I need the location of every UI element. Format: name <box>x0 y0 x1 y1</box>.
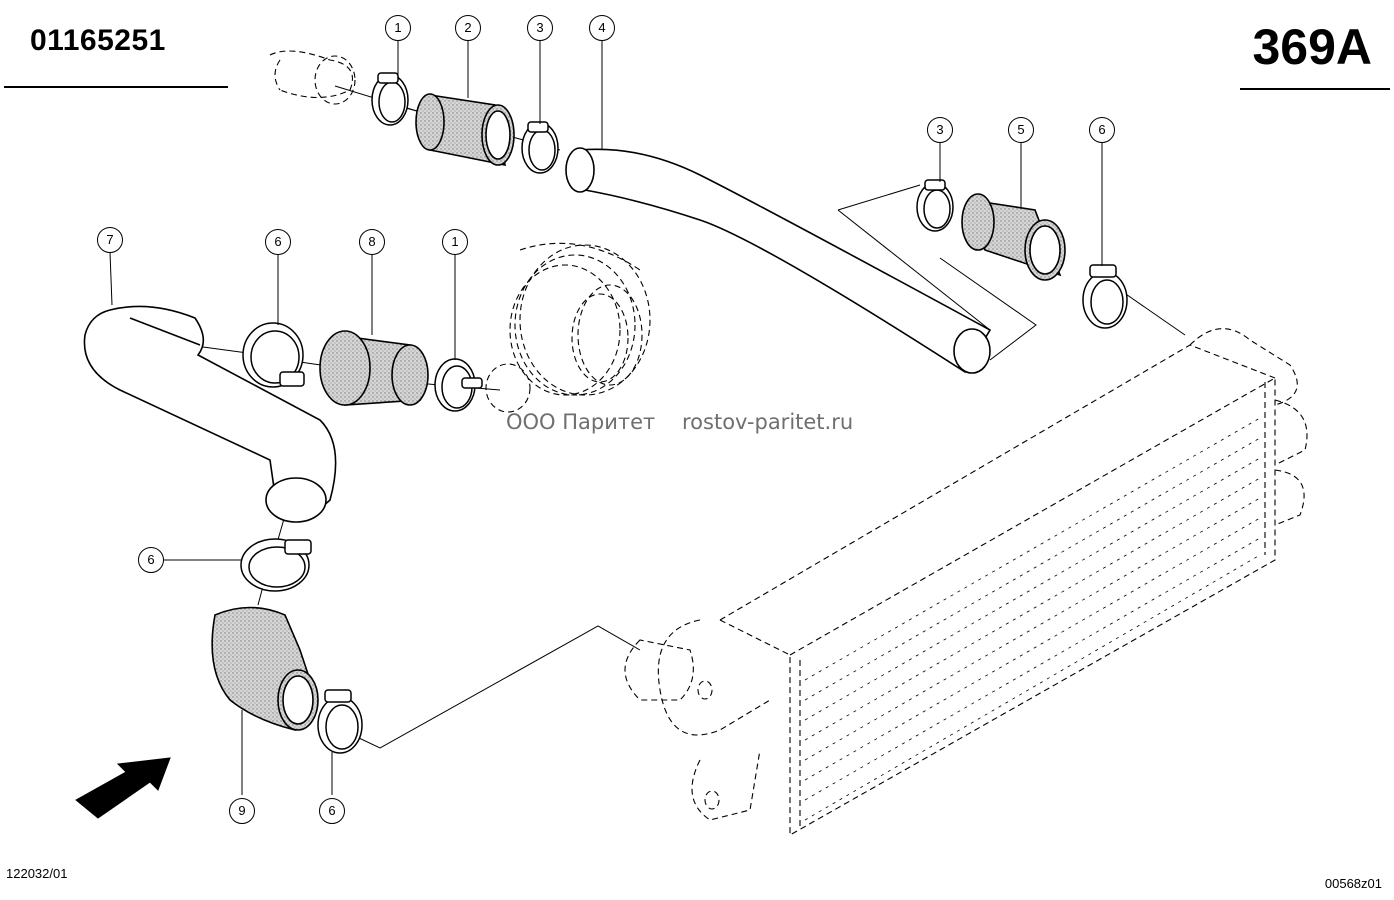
callout-9: 9 <box>229 798 255 824</box>
page-number: 369A <box>1252 19 1372 75</box>
watermark-site: rostov-paritet.ru <box>682 410 854 434</box>
callout-2: 2 <box>455 15 481 41</box>
callout-leaders <box>109 40 1103 795</box>
callout-3: 3 <box>927 117 953 143</box>
watermark: ООО Паритет rostov-paritet.ru <box>506 410 853 434</box>
footer-right-ref: 00568z01 <box>1324 876 1382 891</box>
hose-9 <box>211 606 319 731</box>
direction-arrow <box>75 757 171 819</box>
callout-8: 8 <box>359 229 385 255</box>
callout-1: 1 <box>442 229 468 255</box>
callout-3: 3 <box>527 15 553 41</box>
hose-7 <box>83 305 337 523</box>
header-rule-right <box>1240 88 1390 90</box>
intercooler-ghost <box>624 328 1308 836</box>
document-code: 01165251 <box>30 24 166 57</box>
callout-7: 7 <box>97 227 123 253</box>
callout-6: 6 <box>265 229 291 255</box>
coupling-5 <box>961 193 1066 281</box>
inlet-pipe-ghost <box>269 50 356 105</box>
callout-1: 1 <box>385 15 411 41</box>
header-rule-left <box>4 86 228 88</box>
footer-left-ref: 122032/01 <box>6 866 68 881</box>
hose-4 <box>565 147 992 374</box>
turbo-ghost <box>485 242 651 413</box>
callout-6: 6 <box>319 798 345 824</box>
watermark-company: ООО Паритет <box>506 410 656 434</box>
callout-6: 6 <box>1089 117 1115 143</box>
callout-4: 4 <box>589 15 615 41</box>
intercooler-fins <box>804 417 1261 821</box>
coupling-8 <box>319 330 429 406</box>
callout-5: 5 <box>1008 117 1034 143</box>
clamps <box>240 72 1128 754</box>
callout-6: 6 <box>138 547 164 573</box>
coupling-2 <box>415 93 515 167</box>
